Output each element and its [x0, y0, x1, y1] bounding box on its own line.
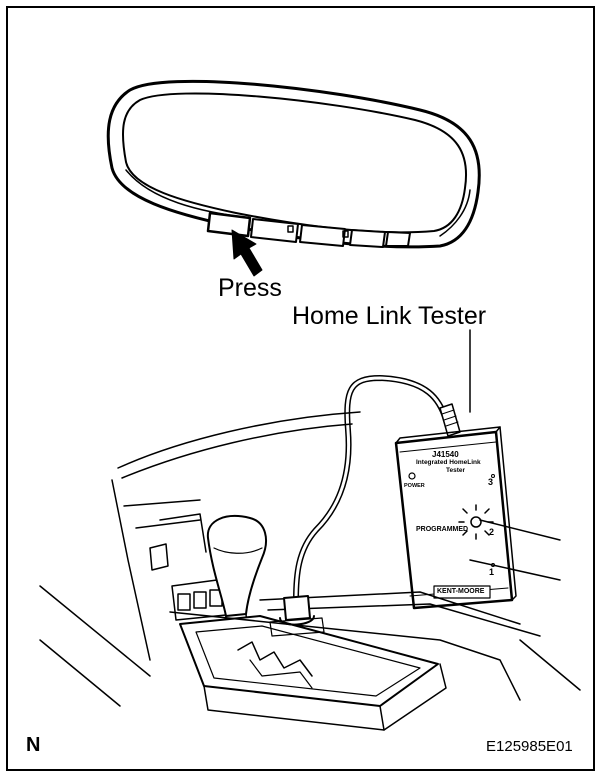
- corner-letter: N: [26, 734, 41, 756]
- press-arrow: [231, 229, 263, 277]
- channel-3-label: 3: [488, 477, 494, 487]
- center-console: [39, 411, 581, 731]
- homelink-button-2[interactable]: [250, 218, 299, 243]
- tester-name-line1: Integrated HomeLink: [416, 459, 481, 466]
- tester-model-label: J41540: [432, 450, 459, 459]
- power-led-icon: [408, 472, 416, 480]
- programmed-label: PROGRAMMED: [416, 526, 469, 533]
- power-label: POWER: [404, 483, 425, 489]
- tester-name-line2: Tester: [446, 467, 466, 474]
- homelink-button[interactable]: [206, 211, 252, 238]
- homelink-tester: [394, 426, 517, 610]
- channel-2-label: 2: [489, 527, 495, 537]
- home-link-tester-label: Home Link Tester: [292, 302, 487, 330]
- rearview-mirror: [106, 79, 481, 249]
- press-label: Press: [218, 274, 282, 302]
- homelink-button-3[interactable]: [299, 224, 346, 247]
- tester-cable: [293, 375, 461, 603]
- figure-code: E125985E01: [486, 738, 573, 755]
- channel-1-label: 1: [489, 567, 495, 577]
- brand-label: KENT-MOORE: [437, 588, 485, 595]
- mirror-button-strip: [206, 211, 411, 248]
